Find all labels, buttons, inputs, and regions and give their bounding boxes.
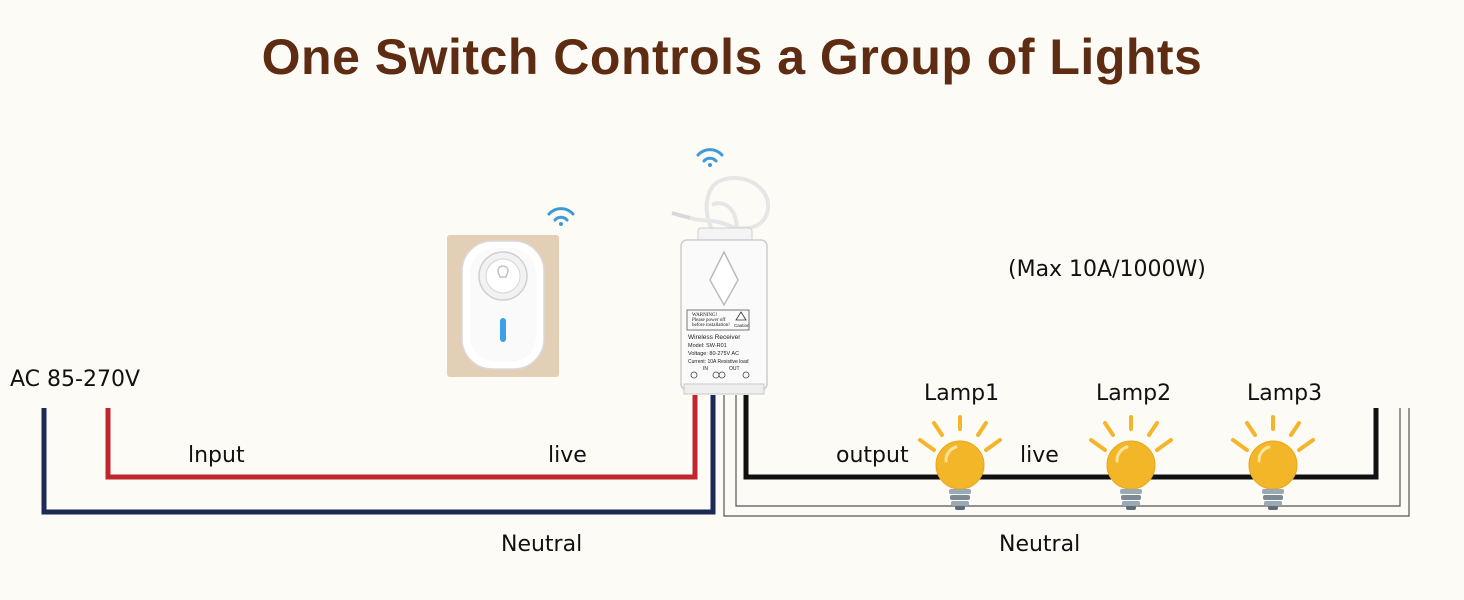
bulb-highlight — [1115, 445, 1129, 463]
receiver-warning-3: before installation! — [692, 323, 730, 328]
bulb-glass — [935, 440, 985, 490]
bulb-base-ring — [951, 501, 969, 506]
lamp2-label: Lamp2 — [1096, 381, 1172, 406]
terminal-ground-icon — [690, 371, 698, 379]
neutral-wire-right-inner — [735, 395, 1401, 507]
terminal-out-icon — [718, 371, 726, 379]
caution-triangle-icon — [735, 311, 747, 321]
light-ray — [1155, 438, 1173, 452]
light-ray — [1231, 438, 1249, 452]
bulb-base-tip — [1126, 506, 1136, 510]
remote-led-indicator — [500, 318, 506, 342]
input-label: lnput — [188, 443, 245, 468]
receiver-name: Wireless Receiver — [688, 334, 741, 341]
light-ray — [976, 421, 988, 437]
bulb-base-ring — [949, 489, 971, 494]
light-ray — [1103, 421, 1115, 437]
receiver-model: Model: SW-R01 — [688, 343, 727, 349]
receiver-warning-1: WARNING! — [692, 313, 718, 318]
light-ray — [1147, 421, 1159, 437]
light-ray — [1089, 438, 1107, 452]
bulb-base-ring — [950, 495, 970, 500]
neutral-label-right: Neutral — [999, 532, 1081, 557]
lamp1-label: Lamp1 — [924, 381, 1000, 406]
remote-wall-switch — [447, 235, 559, 377]
neutral-label-left: Neutral — [501, 532, 583, 557]
receiver-caution: Caution — [734, 323, 750, 328]
bulb-highlight — [944, 445, 958, 463]
receiver-in-label: IN — [703, 366, 708, 372]
light-bulb-icon — [1231, 415, 1315, 510]
terminal-load-icon — [742, 371, 750, 379]
light-ray — [1245, 421, 1257, 437]
light-bulb-icon — [918, 415, 1002, 510]
wireless-receiver-device: WARNING! Please power off before install… — [680, 227, 768, 395]
max-rating-label: (Max 10A/1000W) — [1008, 257, 1206, 282]
live-label-left: live — [548, 443, 587, 468]
bulb-icon-small — [497, 265, 509, 278]
light-bulb-icon — [1089, 415, 1173, 510]
wifi-icon — [547, 207, 575, 226]
light-ray — [1297, 438, 1315, 452]
bulb-glass — [1248, 440, 1298, 490]
lamp3-label: Lamp3 — [1247, 381, 1323, 406]
bulb-base-ring — [1121, 495, 1141, 500]
bulb-base-ring — [1120, 489, 1142, 494]
bulb-base-tip — [1268, 506, 1278, 510]
live-label-right: live — [1020, 443, 1059, 468]
bulb-base-ring — [1262, 489, 1284, 494]
bulb-base-ring — [1122, 501, 1140, 506]
bulb-base-ring — [1264, 501, 1282, 506]
light-ray — [984, 438, 1002, 452]
bulb-base-ring — [1263, 495, 1283, 500]
remote-button — [485, 258, 521, 294]
receiver-voltage: Voltage: 80-275V AC — [688, 351, 739, 357]
output-label: output — [836, 443, 909, 468]
live-wire-input — [105, 395, 698, 480]
neutral-wire-left — [41, 395, 716, 515]
light-ray — [918, 438, 936, 452]
bulb-base-tip — [955, 506, 965, 510]
ac-source-label: AC 85-270V — [10, 367, 140, 392]
lamps-group — [918, 415, 1315, 510]
receiver-warning-2: Please power off — [692, 318, 726, 323]
light-ray — [932, 421, 944, 437]
neutral-wire-right-outer — [723, 395, 1410, 517]
receiver-out-label: OUT — [729, 366, 740, 372]
page-title: One Switch Controls a Group of Lights — [261, 29, 1203, 85]
live-wire-output — [743, 395, 1379, 480]
bulb-glass — [1106, 440, 1156, 490]
light-ray — [1289, 421, 1301, 437]
bulb-highlight — [1257, 445, 1271, 463]
wifi-icon — [696, 148, 724, 167]
receiver-current: Current: 10A Resistive load — [688, 359, 749, 365]
receiver-diamond-logo — [709, 250, 739, 307]
